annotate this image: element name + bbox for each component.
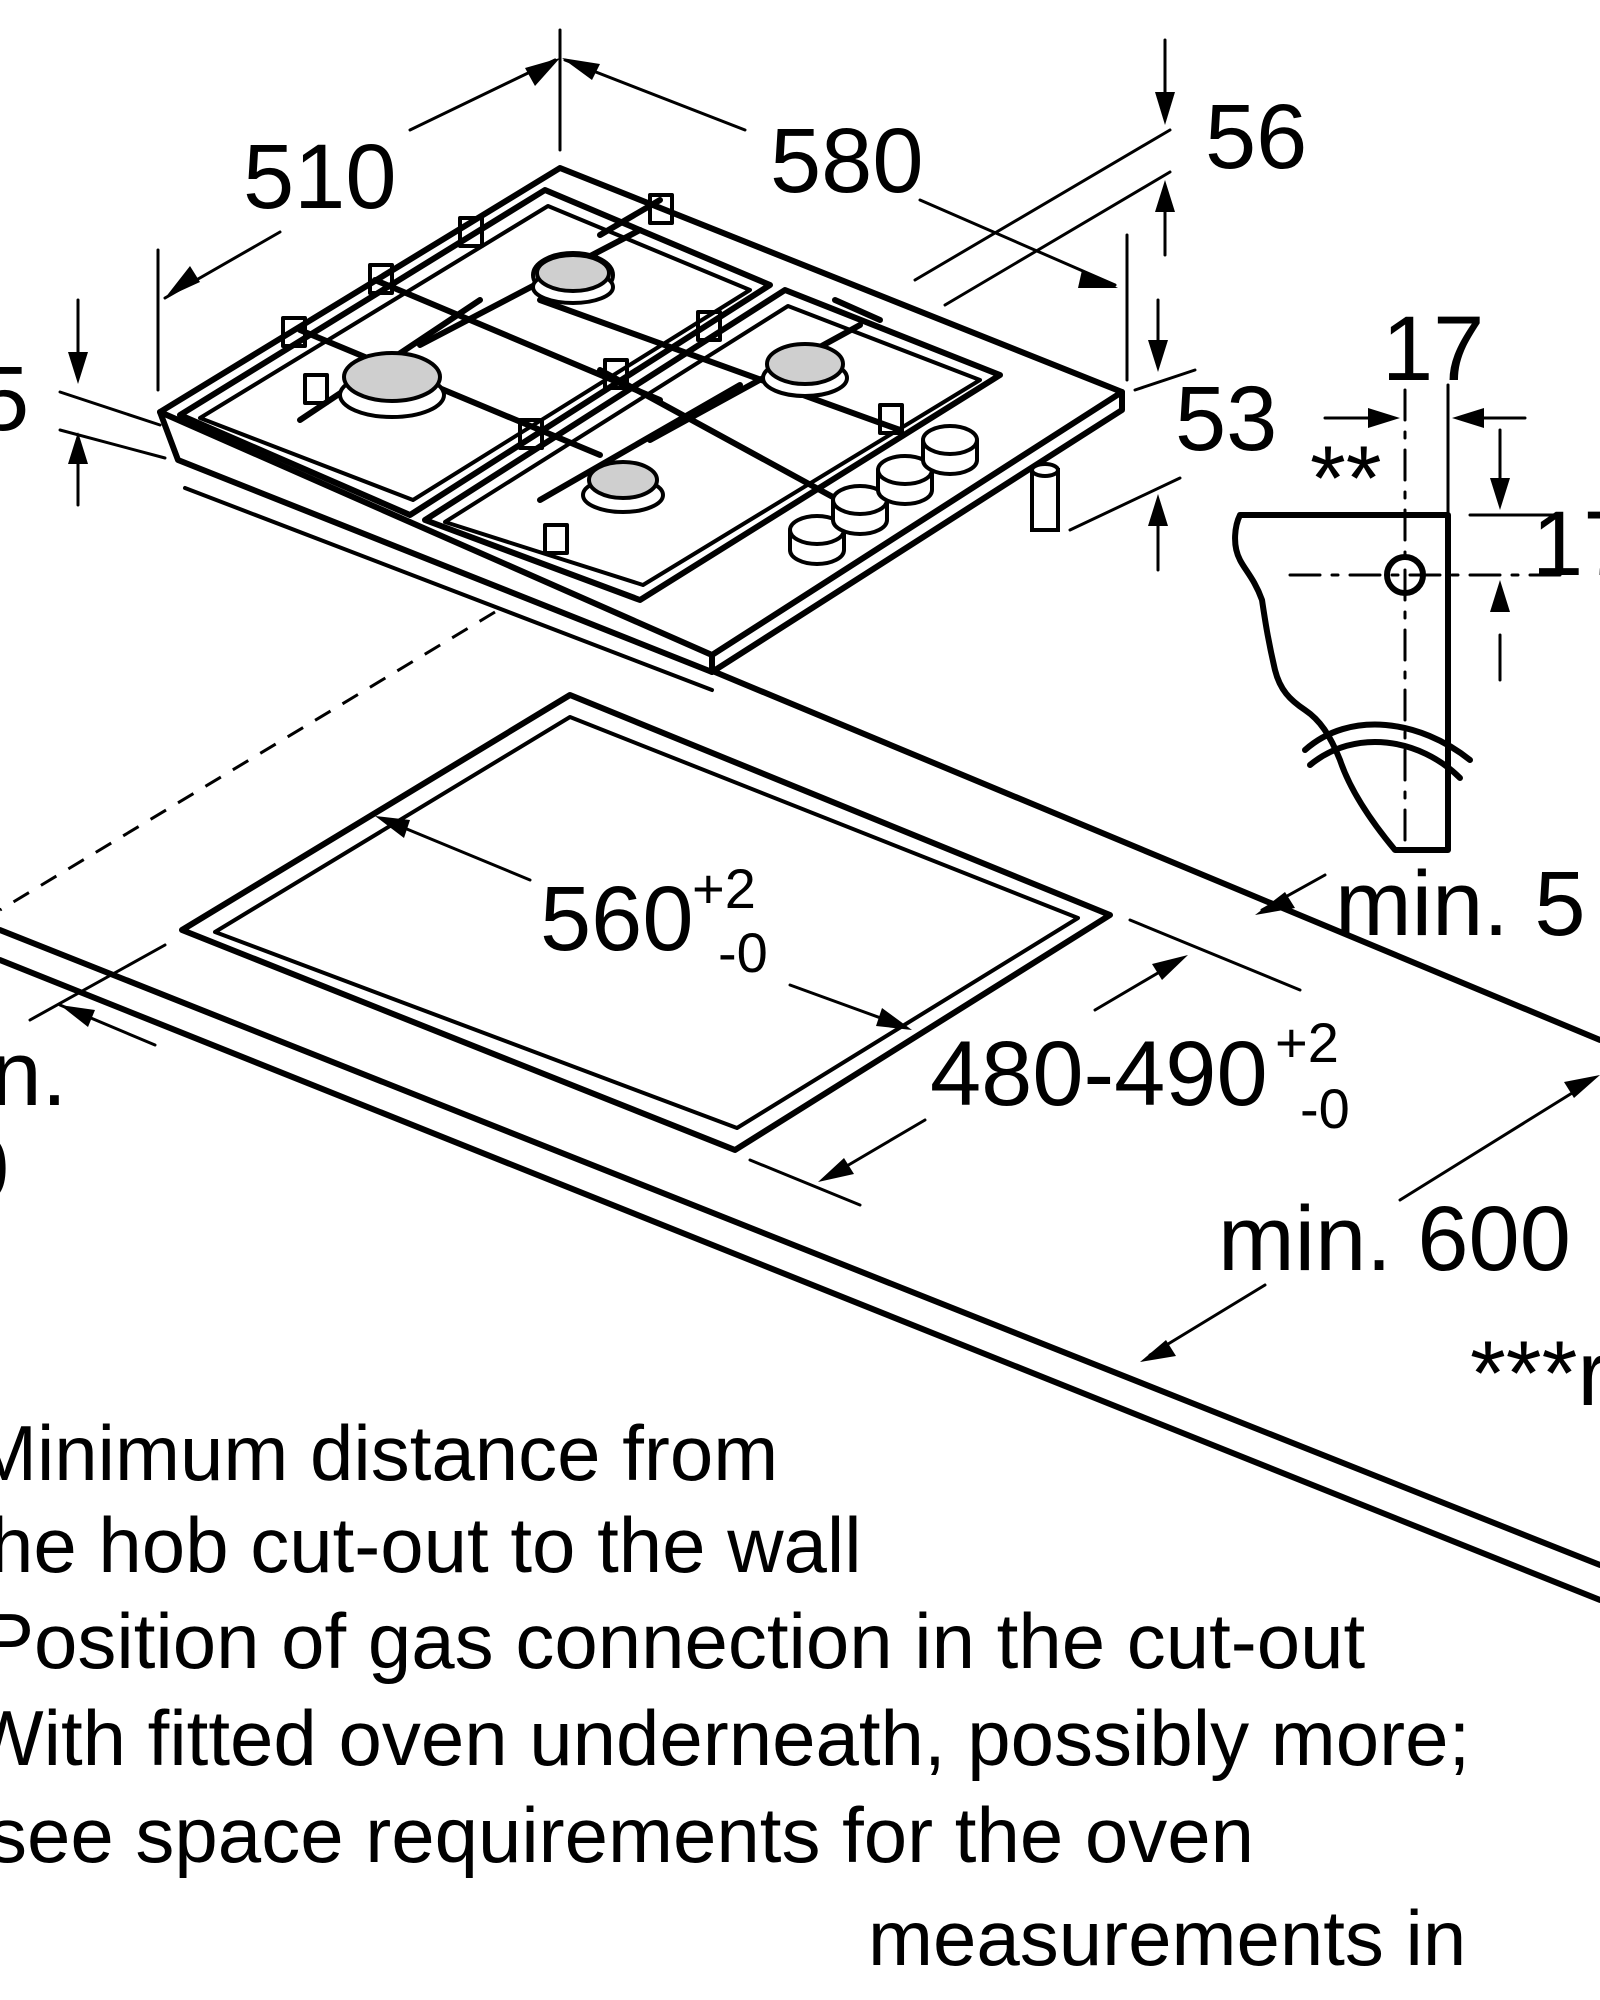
note-line-3: Position of gas connection in the cut-ou…	[0, 1597, 1366, 1685]
cutout-depth-label: 480-490	[930, 1023, 1268, 1125]
pan-support-left	[177, 187, 773, 518]
dim-17-horizontal-label: 17	[1382, 298, 1484, 400]
cutout-width-label: 560	[540, 868, 694, 970]
gas-connection	[1030, 462, 1060, 532]
dim-left-partial-label: 5	[0, 348, 29, 450]
worktop-front-edge	[0, 927, 1600, 1568]
burner-front-right	[581, 460, 665, 514]
cutout-width-tol-minus: -0	[718, 921, 768, 984]
burner-rear-left	[531, 251, 615, 305]
worktop-top-edge	[712, 669, 1600, 1043]
burner-rear-right	[761, 342, 849, 398]
dim-17-vertical-label: 17	[1532, 493, 1600, 595]
worktop-drawing	[0, 610, 1600, 1603]
dim-53-label: 53	[1175, 368, 1277, 470]
notes-block: Minimum distance from he hob cut-out to …	[0, 1409, 1470, 1982]
control-knobs	[788, 424, 979, 566]
note-line-5: see space requirements for the oven	[0, 1791, 1254, 1879]
triple-star-marker: ***r	[1470, 1323, 1600, 1425]
hob-dimension-lines	[58, 28, 1197, 572]
dim-56-label: 56	[1205, 86, 1307, 188]
burner-front-left	[338, 351, 446, 419]
pan-support-right	[422, 287, 1003, 603]
hob-drawing	[157, 165, 1125, 692]
dim-510-label: 510	[243, 126, 397, 228]
note-line-4: With fitted oven underneath, possibly mo…	[0, 1694, 1470, 1782]
gas-connection-detail	[1232, 383, 1562, 853]
cutout-depth-tol-minus: -0	[1300, 1077, 1350, 1140]
min-left-label-1: in.	[0, 1023, 67, 1125]
note-line-2: he hob cut-out to the wall	[0, 1501, 862, 1589]
cutout-outline	[179, 692, 1113, 1153]
min-left-label-2: 0	[0, 1118, 9, 1220]
min-600-label: min. 600	[1218, 1188, 1571, 1290]
units-note: measurements in	[868, 1894, 1466, 1982]
cutout-width-tol-plus: +2	[692, 857, 756, 920]
hob-front-edge	[157, 409, 715, 675]
hob-top-plate	[157, 165, 1125, 658]
note-line-1: Minimum distance from	[0, 1409, 778, 1497]
dim-580-label: 580	[770, 110, 924, 212]
double-star-marker: **	[1310, 428, 1382, 530]
cutout-depth-tol-plus: +2	[1275, 1011, 1339, 1074]
min-wall-label: min. 5	[1335, 853, 1586, 955]
